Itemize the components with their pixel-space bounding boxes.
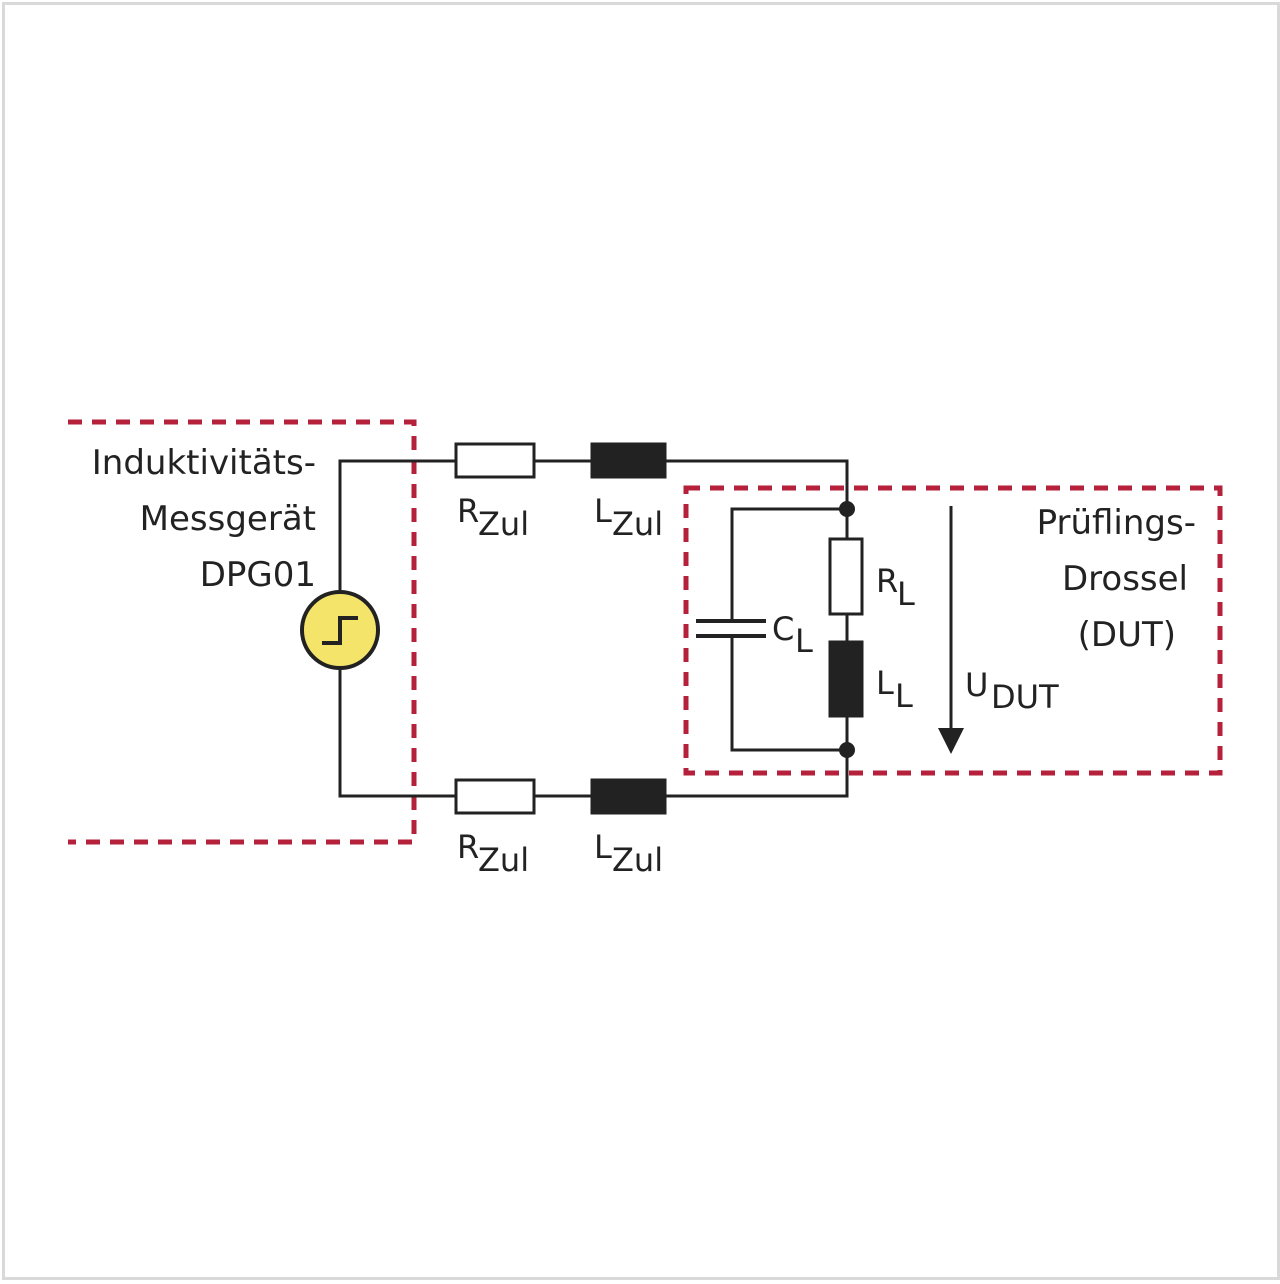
wire-cap-branch xyxy=(730,507,847,752)
label-rl-sub: L xyxy=(897,575,915,613)
resistor-rzul-bottom xyxy=(454,778,536,815)
label-cl: C L xyxy=(772,610,813,660)
wires xyxy=(338,459,849,798)
arrow-down-icon xyxy=(938,506,964,754)
label-rzul-bottom-sub: Zul xyxy=(478,841,529,879)
label-rzul-top-sub: Zul xyxy=(478,505,529,543)
label-cl-main: C xyxy=(772,610,794,648)
label-rzul-bottom: R Zul xyxy=(457,828,529,879)
label-rzul-top: R Zul xyxy=(457,492,529,543)
label-lzul-top-main: L xyxy=(594,492,612,530)
label-lzul-bottom: L Zul xyxy=(594,828,663,879)
resistor-rzul-top xyxy=(454,442,536,479)
label-ll-main: L xyxy=(876,664,894,702)
meter-boundary-box xyxy=(68,419,417,845)
label-cl-sub: L xyxy=(795,622,813,660)
inductor-ll xyxy=(828,640,864,718)
label-udut-sub: DUT xyxy=(991,678,1059,716)
wire-source-bottom xyxy=(338,668,456,798)
label-rl: R L xyxy=(876,562,915,613)
inductor-lzul-top xyxy=(590,442,667,479)
label-rzul-top-main: R xyxy=(457,492,479,530)
junction-bottom xyxy=(839,742,855,758)
label-ll-sub: L xyxy=(895,677,913,715)
label-lzul-top-sub: Zul xyxy=(612,505,663,543)
capacitor-cl xyxy=(696,619,766,638)
label-ll: L L xyxy=(876,664,913,715)
label-udut-main: U xyxy=(965,666,988,704)
resistor-rl xyxy=(828,537,864,616)
label-udut: U DUT xyxy=(965,666,1059,716)
meter-label-line1: Induktivitäts- xyxy=(92,443,316,483)
inductor-lzul-bottom xyxy=(590,778,667,815)
dut-boundary-box xyxy=(683,485,1223,776)
label-lzul-bottom-sub: Zul xyxy=(612,841,663,879)
meter-label-line3: DPG01 xyxy=(200,555,316,595)
label-lzul-top: L Zul xyxy=(594,492,663,543)
label-rzul-bottom-main: R xyxy=(457,828,479,866)
dut-label-line1: Prüflings- xyxy=(1037,503,1196,543)
junction-top xyxy=(839,501,855,517)
dut-label-line2: Drossel xyxy=(1062,559,1188,599)
meter-label-line2: Messgerät xyxy=(140,499,316,539)
step-source-icon xyxy=(300,590,380,670)
dut-label-line3: (DUT) xyxy=(1078,615,1176,655)
label-rl-main: R xyxy=(876,562,898,600)
wire-source-top xyxy=(338,459,456,590)
label-lzul-bottom-main: L xyxy=(594,828,612,866)
